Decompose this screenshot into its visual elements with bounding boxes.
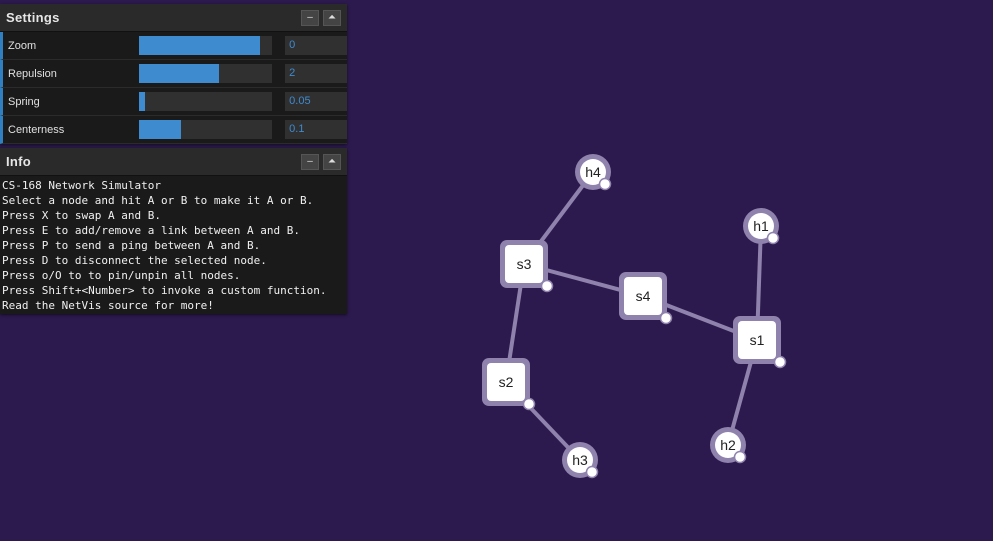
info-line: Press E to add/remove a link between A a… <box>2 224 301 237</box>
settings-header: Settings – ⏶ <box>0 4 347 32</box>
node-label: s2 <box>499 374 514 390</box>
info-line: Press o/O to to pin/unpin all nodes. <box>2 269 241 282</box>
node-label: h4 <box>585 164 601 180</box>
info-line: Select a node and hit A or B to make it … <box>2 194 314 207</box>
setting-value-input[interactable]: 2 <box>285 64 347 83</box>
node-handle-dot[interactable] <box>585 465 599 479</box>
node-label: s1 <box>750 332 765 348</box>
setting-label: Zoom <box>8 39 37 52</box>
node-s3[interactable]: s3 <box>500 240 554 293</box>
node-label: s4 <box>636 288 651 304</box>
setting-row-centerness: Centerness 0.1 <box>0 116 347 144</box>
node-label: h1 <box>753 218 769 234</box>
settings-collapse-button[interactable]: ⏶ <box>323 9 341 26</box>
node-label: s3 <box>517 256 532 272</box>
node-handle-dot[interactable] <box>598 177 612 191</box>
setting-value-input[interactable]: 0.1 <box>285 120 347 139</box>
node-handle-dot[interactable] <box>773 355 787 369</box>
info-minimize-button[interactable]: – <box>301 153 319 170</box>
info-line: Press Shift+<Number> to invoke a custom … <box>2 284 327 297</box>
setting-slider[interactable] <box>138 64 273 83</box>
info-title: Info <box>6 154 32 169</box>
setting-row-repulsion: Repulsion 2 <box>0 60 347 88</box>
node-s1[interactable]: s1 <box>733 316 787 369</box>
setting-row-zoom: Zoom 0 <box>0 32 347 60</box>
info-line: CS-168 Network Simulator <box>2 179 161 192</box>
setting-label: Repulsion <box>8 67 57 80</box>
node-s2[interactable]: s2 <box>482 358 536 411</box>
node-handle-dot[interactable] <box>522 397 536 411</box>
node-h2[interactable]: h2 <box>710 427 747 464</box>
slider-fill <box>138 120 182 139</box>
setting-row-spring: Spring 0.05 <box>0 88 347 116</box>
node-handle-dot[interactable] <box>540 279 554 293</box>
setting-slider[interactable] <box>138 92 273 111</box>
setting-value-input[interactable]: 0 <box>285 36 347 55</box>
info-line: Press D to disconnect the selected node. <box>2 254 267 267</box>
node-s4[interactable]: s4 <box>619 272 673 325</box>
node-label: h2 <box>720 437 736 453</box>
settings-minimize-button[interactable]: – <box>301 9 319 26</box>
info-collapse-button[interactable]: ⏶ <box>323 153 341 170</box>
node-handle-dot[interactable] <box>659 311 673 325</box>
setting-value-input[interactable]: 0.05 <box>285 92 347 111</box>
setting-label: Spring <box>8 95 40 108</box>
info-line: Press P to send a ping between A and B. <box>2 239 261 252</box>
slider-fill <box>138 36 261 55</box>
info-header: Info – ⏶ <box>0 148 347 176</box>
setting-label: Centerness <box>8 123 65 136</box>
node-h3[interactable]: h3 <box>562 442 599 479</box>
setting-slider[interactable] <box>138 36 273 55</box>
slider-fill <box>138 64 219 83</box>
settings-title: Settings <box>6 10 60 25</box>
node-label: h3 <box>572 452 588 468</box>
setting-slider[interactable] <box>138 120 273 139</box>
node-h1[interactable]: h1 <box>743 208 780 245</box>
slider-fill <box>138 92 146 111</box>
info-line: Press X to swap A and B. <box>2 209 161 222</box>
node-handle-dot[interactable] <box>733 450 747 464</box>
info-line: Read the NetVis source for more! <box>2 299 214 312</box>
node-handle-dot[interactable] <box>766 231 780 245</box>
node-h4[interactable]: h4 <box>575 154 612 191</box>
